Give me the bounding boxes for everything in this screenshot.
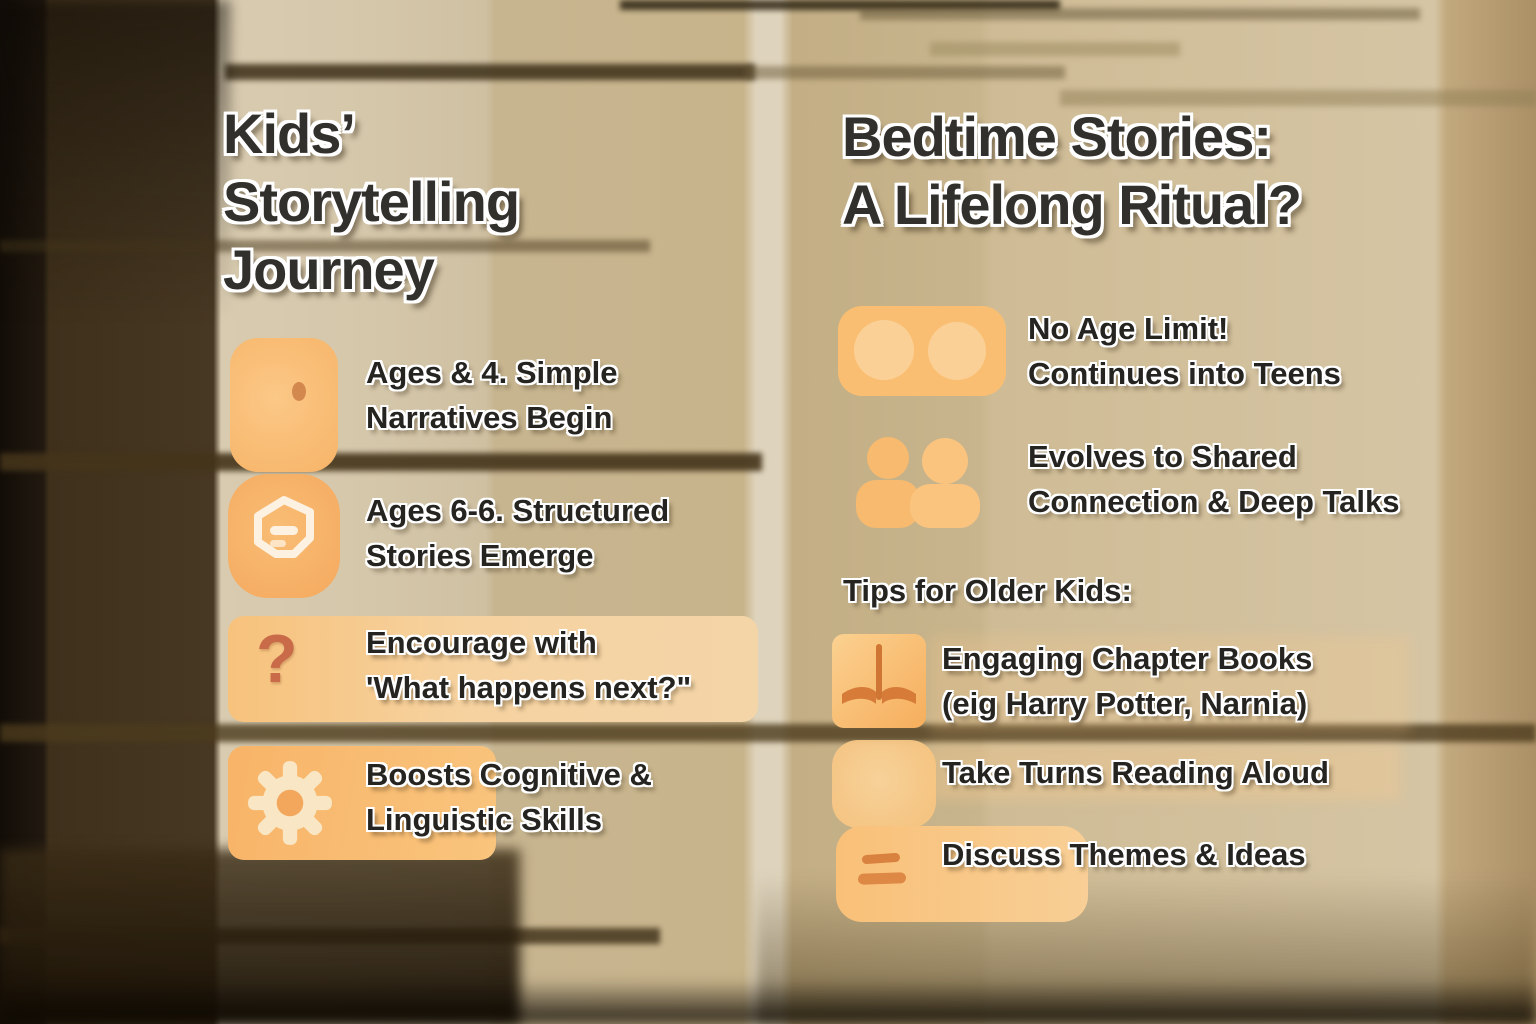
question-mark-icon: ? [256,621,298,697]
tips-heading: Tips for Older Kids: [843,573,1132,608]
discussion-line-2 [857,872,907,885]
background-band [745,66,1065,79]
speech-bubble-icon [228,474,340,598]
background-band [0,453,762,471]
background-band [225,64,755,80]
right-item-2-text: Evolves to Shared Connection & Deep Talk… [1028,439,1400,519]
left-item-4-card [228,746,496,860]
background-shade [0,0,230,320]
left-item-1-text: Ages & 4. Simple Narratives Begin [366,355,618,435]
tip-2-text: Take Turns Reading Aloud [942,755,1329,790]
open-book-icon [832,634,926,728]
tip-3-text: Discuss Themes & Ideas [942,837,1306,872]
infinity-loop-icon [838,306,1006,396]
infinity-left-circle [854,320,914,380]
infinity-right-circle [928,322,986,380]
left-item-3-text: Encourage with 'What happens next?" [366,625,692,705]
tips-highlight [930,636,1410,732]
background-band [1060,90,1536,106]
background-band [930,42,1180,56]
background-shade [0,979,1536,1024]
background-band [0,724,1536,742]
background-band [620,0,1060,10]
head-profile-dot [292,382,306,401]
right-title: Bedtime Stories: A Lifelong Ritual? [842,105,1302,236]
two-people-icon [856,437,980,528]
reading-blob-icon [832,740,936,828]
discussion-lines-icon [836,826,1088,922]
gear-icon [248,761,332,845]
background-band [860,8,1420,20]
tips-highlight [930,744,1400,800]
left-title: Kids’ Storytelling Journey [223,102,520,301]
discussion-line-1 [861,852,901,865]
left-item-2-text: Ages 6-6. Structured Stories Emerge [366,493,670,573]
tip-1-text: Engaging Chapter Books (eig Harry Potter… [942,641,1313,721]
left-item-3-card [228,616,758,722]
right-item-1-text: No Age Limit! Continues into Teens [1028,311,1341,391]
head-profile-icon [230,338,338,472]
left-item-4-text: Boosts Cognitive & Linguistic Skills [366,757,652,837]
